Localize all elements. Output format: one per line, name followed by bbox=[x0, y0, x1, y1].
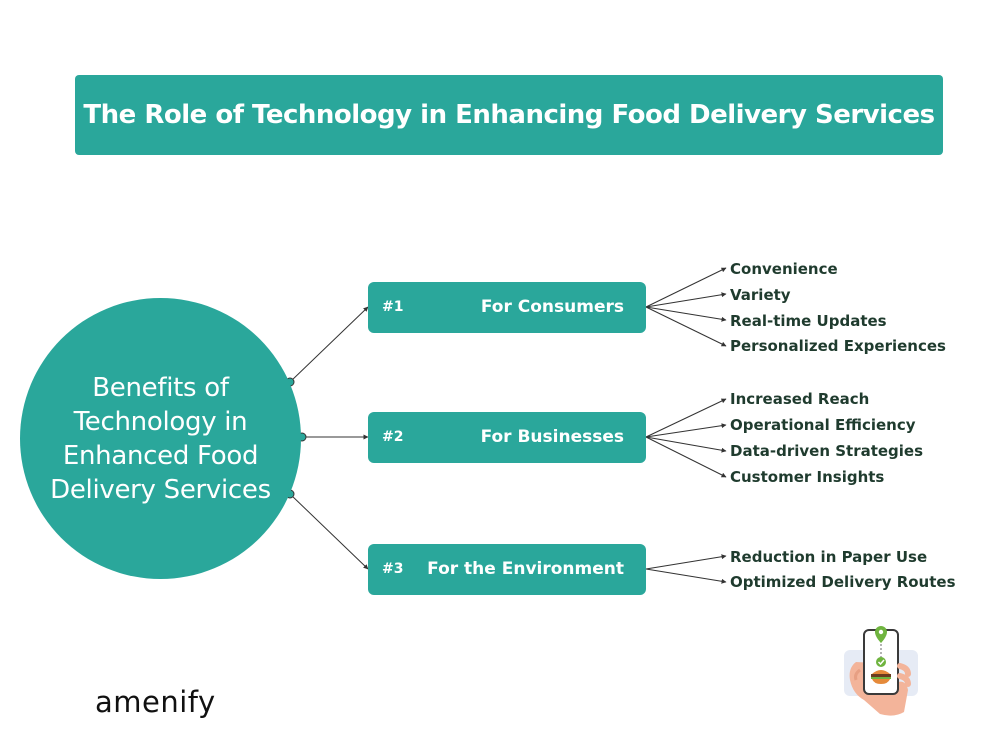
branch-businesses: #2 For Businesses bbox=[368, 412, 646, 463]
leaf-item: Optimized Delivery Routes bbox=[730, 573, 956, 591]
leaf-item: Real-time Updates bbox=[730, 312, 887, 330]
connector-b2-leaf-2 bbox=[645, 423, 727, 438]
hub-line: Technology in bbox=[73, 406, 248, 437]
title-banner: The Role of Technology in Enhancing Food… bbox=[75, 75, 943, 155]
connector-b1-leaf-4 bbox=[645, 306, 727, 347]
connector-b3-leaf-1 bbox=[645, 554, 727, 570]
hub-line: Benefits of bbox=[92, 372, 229, 403]
connector-b2-leaf-4 bbox=[645, 436, 727, 478]
branch-label: For the Environment bbox=[427, 559, 624, 579]
hub-circle: Benefits of Technology in Enhanced Food … bbox=[20, 298, 301, 579]
amenify-logo: amenify bbox=[95, 685, 216, 719]
connector-b3-leaf-2 bbox=[645, 568, 727, 584]
connector-hub-branch-3 bbox=[289, 493, 369, 570]
connector-b1-leaf-2 bbox=[645, 292, 727, 308]
branch-consumers: #1 For Consumers bbox=[368, 282, 646, 333]
connector-b1-leaf-3 bbox=[645, 306, 727, 322]
hub-line: Delivery Services bbox=[50, 474, 271, 505]
connector-b2-leaf-1 bbox=[645, 398, 727, 438]
leaf-item: Convenience bbox=[730, 260, 838, 278]
leaf-item: Variety bbox=[730, 286, 791, 304]
leaf-item: Reduction in Paper Use bbox=[730, 548, 928, 566]
connector-b2-leaf-3 bbox=[645, 436, 727, 453]
branch-environment: #3 For the Environment bbox=[368, 544, 646, 595]
leaf-item: Personalized Experiences bbox=[730, 337, 946, 355]
hand-holding-phone-food-delivery-icon bbox=[844, 626, 918, 716]
branch-number: #3 bbox=[382, 561, 404, 577]
leaf-item: Customer Insights bbox=[730, 468, 885, 486]
branch-number: #2 bbox=[382, 429, 404, 445]
connector-b1-leaf-1 bbox=[645, 267, 727, 308]
branch-label: For Consumers bbox=[480, 297, 624, 317]
connector-hub-branch-1 bbox=[289, 306, 369, 383]
branch-number: #1 bbox=[382, 299, 404, 315]
hub-text: Benefits of Technology in Enhanced Food … bbox=[36, 371, 286, 507]
diagram-title: The Role of Technology in Enhancing Food… bbox=[83, 100, 935, 130]
leaf-item: Data-driven Strategies bbox=[730, 442, 924, 460]
hub-line: Enhanced Food bbox=[62, 440, 259, 471]
leaf-item: Increased Reach bbox=[730, 390, 870, 408]
branch-label: For Businesses bbox=[480, 427, 624, 447]
leaf-item: Operational Efficiency bbox=[730, 416, 916, 434]
